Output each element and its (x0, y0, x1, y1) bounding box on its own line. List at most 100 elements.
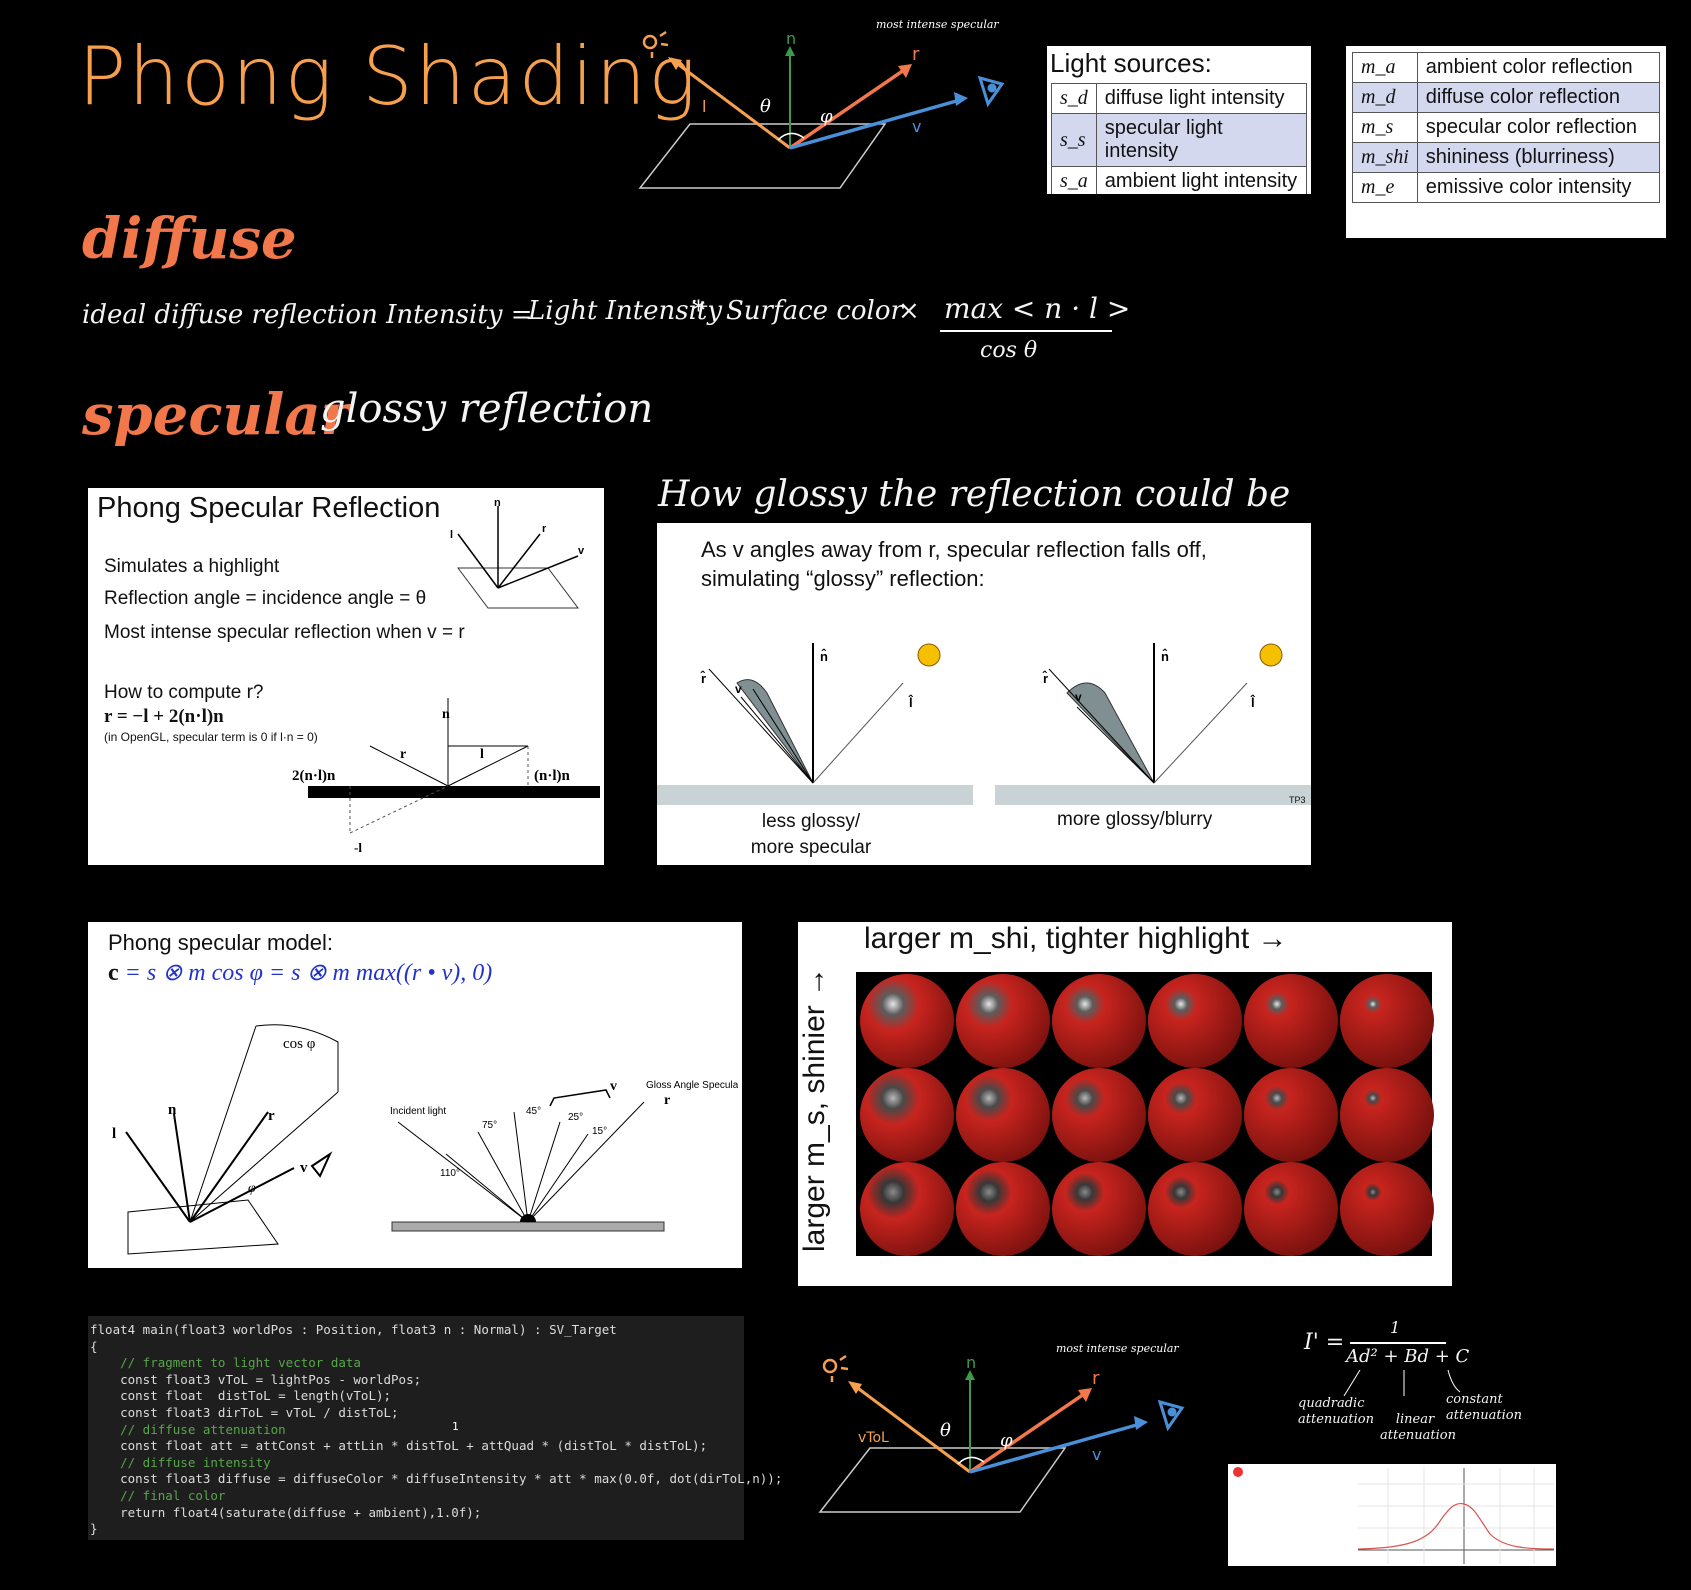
quadratic-label: quadradic attenuation (1298, 1396, 1374, 1427)
sun-icon (822, 1354, 849, 1382)
l-label: l (480, 747, 484, 762)
floor-left (657, 785, 973, 805)
phi-label: φ (820, 106, 833, 127)
bottom-reflection-diagram: θ φ n r vToL v most intense specular (818, 1342, 1185, 1513)
n-label: n (786, 29, 796, 48)
code-line: // final color (90, 1487, 226, 1503)
page-title: Phong Shading (78, 30, 699, 123)
formula-c: c (108, 960, 119, 986)
v-label: v (1075, 690, 1082, 704)
attenuation-denominator: Ad² + Bd + C (1346, 1346, 1470, 1367)
sphere (956, 974, 1050, 1068)
sun-icon (1259, 643, 1283, 667)
code-line: // diffuse attenuation (90, 1421, 286, 1437)
theta-label: θ (940, 1420, 951, 1441)
cos-label: cos φ (283, 1036, 316, 1052)
text-line: Simulates a highlight (104, 556, 280, 577)
most-intense-label: most intense specular (876, 18, 999, 31)
angle-label: 110° (440, 1168, 460, 1179)
code-line: const float3 dirToL = vToL / distToL; (90, 1404, 399, 1420)
r-label: r (664, 1093, 670, 1108)
l-label: l (702, 97, 706, 116)
tp3-tag: TP3 (1289, 795, 1306, 805)
attenuation-lhs: I' = (1304, 1330, 1345, 1355)
text-line: Most intense specular reflection when v … (104, 622, 465, 643)
glossy-lobes-diagram: n̂ r̂ l̂ v n̂ r̂ l̂ v (700, 643, 1283, 784)
most-intense-label: most intense specular (1056, 1342, 1179, 1355)
code-overline-number: 1 (452, 1420, 459, 1433)
phi-label: φ (248, 1181, 256, 1196)
sun-icon (917, 643, 941, 667)
n-label: n̂ (1161, 649, 1169, 664)
v-label: v (610, 1079, 617, 1094)
sphere (1244, 1162, 1338, 1256)
spheres-top-label: larger m_shi, tighter highlight → (864, 922, 1288, 955)
light-sources-heading: Light sources: (1050, 48, 1212, 78)
r-construction-diagram: n r l 2(n·l)n (n·l)n -l (292, 698, 600, 855)
spheres-side-label: larger m_s, shinier → (798, 966, 831, 1252)
eye-icon (1157, 1399, 1185, 1432)
code-line: const float3 vToL = lightPos - worldPos; (90, 1371, 422, 1387)
r-formula: r = −l + 2(n·l)n (104, 706, 224, 727)
n-label: n̂ (820, 649, 828, 664)
code-line: const float att = attConst + attLin * di… (90, 1438, 708, 1454)
diffuse-surface-color: Surface color (726, 296, 903, 326)
panel-title: Phong Specular Reflection (97, 492, 441, 524)
sphere (1052, 974, 1146, 1068)
graph-plot (1233, 1467, 1555, 1564)
diffuse-times-1: * (692, 296, 705, 326)
shader-code: float4 main(float3 worldPos : Position, … (88, 1316, 783, 1540)
reflection-small-diagram: n r l v (450, 498, 585, 609)
code-line: const float distToL = length(vToL); (90, 1388, 392, 1404)
model-title: Phong specular model: (108, 930, 334, 955)
sphere (1340, 974, 1434, 1068)
sphere (1340, 1162, 1434, 1256)
n-label: n (168, 1102, 177, 1118)
eye-icon (310, 1151, 333, 1178)
sphere (956, 1068, 1050, 1162)
angle-label: 25° (568, 1112, 583, 1123)
code-line: { (90, 1338, 98, 1354)
n-label: n (966, 1353, 976, 1372)
glossy-heading: How glossy the reflection could be (658, 474, 1291, 515)
diffuse-denominator: cos θ (980, 338, 1038, 363)
attenuation-arrows (1343, 1369, 1461, 1397)
r-label: r (1092, 1368, 1100, 1389)
text-line: Reflection angle = incidence angle = θ (104, 588, 427, 609)
code-line: const float3 diffuse = diffuseColor * di… (90, 1471, 783, 1487)
sphere (1148, 1068, 1242, 1162)
left-caption: less glossy/ more specular (750, 811, 872, 858)
sphere (1244, 974, 1338, 1068)
formula-body: = s ⊗ m cos φ = s ⊗ m max((r • v), 0) (124, 960, 493, 986)
r-label: r̂ (1042, 671, 1048, 686)
angle-label: 15° (592, 1126, 607, 1137)
r-label: r (400, 747, 406, 762)
diffuse-formula-lhs: ideal diffuse reflection Intensity = (82, 300, 533, 330)
sphere (860, 974, 954, 1068)
fraction-bar (940, 330, 1112, 332)
text-line: How to compute r? (104, 682, 264, 703)
n-label: n (494, 498, 501, 509)
code-line: // diffuse intensity (90, 1454, 271, 1470)
gloss-label: Gloss Angle Specular (0°) (646, 1080, 738, 1091)
r-label: r̂ (700, 671, 706, 686)
angle-label: 45° (526, 1106, 541, 1117)
sphere (1244, 1068, 1338, 1162)
phong-reflection-panel: Phong Specular Reflection Simulates a hi… (88, 488, 604, 865)
v-label: v (912, 117, 921, 136)
constant-label: constant attenuation (1446, 1392, 1522, 1423)
l-label: l̂ (1250, 695, 1256, 710)
glossy-text: As v angles away from r, specular reflec… (701, 537, 1207, 591)
fraction-bar (1350, 1342, 1446, 1344)
code-line: float4 main(float3 worldPos : Position, … (90, 1322, 617, 1337)
